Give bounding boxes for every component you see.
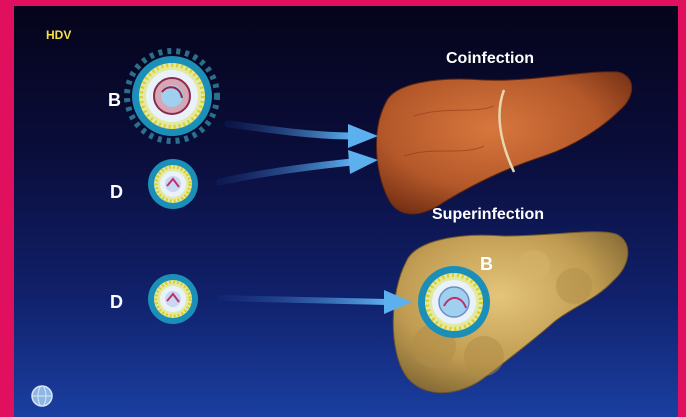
- globe-logo-icon: [32, 386, 52, 406]
- arrow-d-to-coinfection: [220, 150, 378, 182]
- arrow-d-to-superinfection: [220, 290, 412, 314]
- arrow-b-to-coinfection: [228, 124, 378, 148]
- virus-label-d: D: [110, 182, 123, 203]
- corner-label: HDV: [46, 28, 71, 42]
- hepatitis-b-virion-icon: [418, 266, 490, 338]
- virus-label-b-in-liver: B: [480, 254, 493, 275]
- superinfection-title: Superinfection: [432, 206, 544, 224]
- coinfection-title: Coinfection: [446, 50, 534, 68]
- diagram-graphics: [14, 6, 678, 417]
- hepatitis-d-virion-icon: [148, 274, 198, 324]
- slide-canvas: HDV Coinfection Superinfection B D D B: [14, 6, 678, 417]
- virus-label-d: D: [110, 292, 123, 313]
- hepatitis-d-virion-icon: [148, 159, 198, 209]
- virus-label-b: B: [108, 90, 121, 111]
- hepatitis-b-virion-icon: [127, 51, 217, 141]
- coinfection-liver: [376, 72, 631, 214]
